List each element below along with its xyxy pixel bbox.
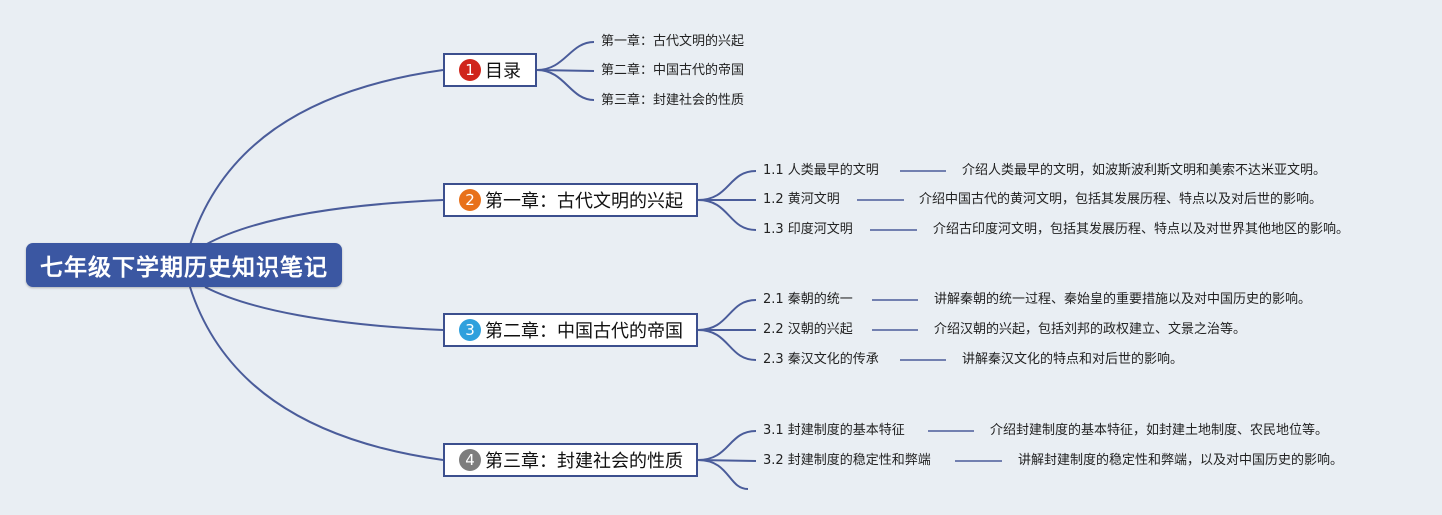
subtopic-3-2-desc[interactable]: 讲解封建制度的稳定性和弊端，以及对中国历史的影响。 bbox=[1018, 453, 1344, 468]
subtopic-2-1[interactable]: 2.1 秦朝的统一 bbox=[763, 292, 853, 307]
subtopic-2-2[interactable]: 2.2 汉朝的兴起 bbox=[763, 322, 853, 337]
subtopic-2-2-desc[interactable]: 介绍汉朝的兴起，包括刘邦的政权建立、文景之治等。 bbox=[934, 322, 1247, 337]
topic-label: 目录 bbox=[485, 61, 521, 82]
subtopic-1-3[interactable]: 1.3 印度河文明 bbox=[763, 222, 853, 237]
subtopic-2-1-desc[interactable]: 讲解秦朝的统一过程、秦始皇的重要措施以及对中国历史的影响。 bbox=[934, 292, 1312, 307]
subtopic-1-2[interactable]: 1.2 黄河文明 bbox=[763, 192, 840, 207]
topic-chapter-3[interactable]: 4 第三章：封建社会的性质 bbox=[443, 443, 698, 477]
subtopic-1-3-desc[interactable]: 介绍古印度河文明，包括其发展历程、特点以及对世界其他地区的影响。 bbox=[933, 222, 1350, 237]
root-title: 七年级下学期历史知识笔记 bbox=[40, 255, 328, 281]
subtopic-2-3-desc[interactable]: 讲解秦汉文化的特点和对后世的影响。 bbox=[962, 352, 1184, 367]
topic-label: 第一章：古代文明的兴起 bbox=[485, 191, 683, 212]
number-1-icon: 1 bbox=[459, 59, 481, 81]
topic-chapter-1[interactable]: 2 第一章：古代文明的兴起 bbox=[443, 183, 698, 217]
number-4-icon: 4 bbox=[459, 449, 481, 471]
number-2-icon: 2 bbox=[459, 189, 481, 211]
subtopic-1-2-desc[interactable]: 介绍中国古代的黄河文明，包括其发展历程、特点以及对后世的影响。 bbox=[919, 192, 1323, 207]
subtopic-2-3[interactable]: 2.3 秦汉文化的传承 bbox=[763, 352, 879, 367]
toc-item[interactable]: 第三章：封建社会的性质 bbox=[601, 93, 745, 108]
subtopic-1-1-desc[interactable]: 介绍人类最早的文明，如波斯波利斯文明和美索不达米亚文明。 bbox=[962, 163, 1327, 178]
root-topic[interactable]: 七年级下学期历史知识笔记 bbox=[26, 243, 342, 287]
topic-toc[interactable]: 1 目录 bbox=[443, 53, 537, 87]
subtopic-3-1[interactable]: 3.1 封建制度的基本特征 bbox=[763, 423, 905, 438]
subtopic-3-1-desc[interactable]: 介绍封建制度的基本特征，如封建土地制度、农民地位等。 bbox=[990, 423, 1329, 438]
number-3-icon: 3 bbox=[459, 319, 481, 341]
subtopic-3-2[interactable]: 3.2 封建制度的稳定性和弊端 bbox=[763, 453, 931, 468]
toc-item[interactable]: 第二章：中国古代的帝国 bbox=[601, 63, 745, 78]
subtopic-1-1[interactable]: 1.1 人类最早的文明 bbox=[763, 163, 879, 178]
topic-label: 第二章：中国古代的帝国 bbox=[485, 321, 683, 342]
toc-item[interactable]: 第一章：古代文明的兴起 bbox=[601, 34, 745, 49]
topic-label: 第三章：封建社会的性质 bbox=[485, 451, 683, 472]
topic-chapter-2[interactable]: 3 第二章：中国古代的帝国 bbox=[443, 313, 698, 347]
